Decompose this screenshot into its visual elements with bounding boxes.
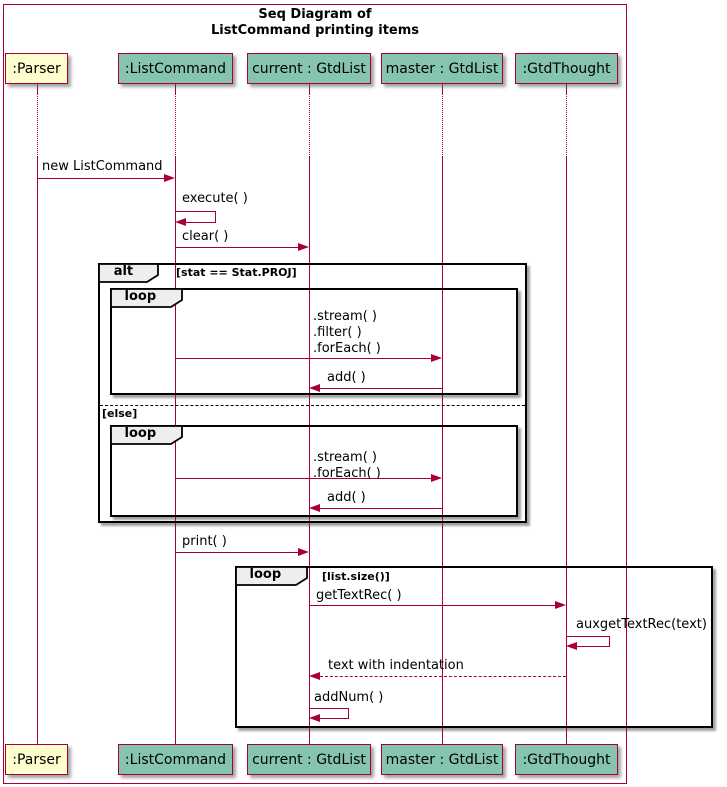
- arrowhead-icon: [309, 504, 320, 512]
- message-label-line: .filter( ): [313, 325, 362, 340]
- diagram-frame: [3, 4, 627, 784]
- loop-frame-print: [235, 566, 713, 728]
- participant-bottom-parser: :Parser: [5, 744, 68, 775]
- participant-bottom-listcommand: :ListCommand: [118, 744, 233, 775]
- frame-tab-shape: [235, 566, 308, 586]
- participant-bottom-master-gtdlist: master : GtdList: [381, 744, 503, 775]
- lifeline-gtdthought: [566, 84, 567, 94]
- message-gettextrec-label: getTextRec( ): [316, 588, 402, 603]
- message-execute-label: execute( ): [182, 191, 248, 206]
- arrowhead-icon: [298, 548, 309, 556]
- message-addnum-line: [309, 708, 349, 709]
- loop-frame-print-tab: loop: [235, 566, 309, 587]
- participant-top-listcommand: :ListCommand: [118, 53, 233, 84]
- participant-top-current-gtdlist: current : GtdList: [247, 53, 371, 84]
- alt-frame-label: alt: [113, 264, 134, 279]
- message-clear-line: [175, 247, 298, 248]
- message-auxgettextrec-line: [577, 646, 610, 647]
- diagram-title-line1: Seq Diagram of: [258, 7, 372, 22]
- lifeline-master-gtdlist-dotted: [442, 94, 443, 157]
- message-stream-filter-foreach-label: .stream( ) .filter( ) .forEach( ): [313, 309, 381, 357]
- loop-frame-proj-tab: loop: [110, 288, 184, 309]
- frame-tab-shape: [110, 288, 183, 308]
- message-new-listcommand-line: [37, 178, 166, 179]
- arrowhead-icon: [309, 384, 320, 392]
- message-auxgettextrec-line: [609, 636, 610, 647]
- message-label-line: .stream( ): [313, 309, 377, 324]
- diagram-title-line2: ListCommand printing items: [210, 23, 420, 38]
- loop-frame-else: [110, 425, 518, 517]
- loop-frame-else-tab: loop: [110, 425, 184, 446]
- lifeline-listcommand: [175, 84, 176, 94]
- diagram-title: Seq Diagram of ListCommand printing item…: [3, 7, 627, 39]
- alt-else-divider: [100, 405, 525, 406]
- lifeline-current-gtdlist: [309, 84, 310, 94]
- arrowhead-icon: [164, 174, 175, 182]
- lifeline-listcommand: [175, 157, 176, 744]
- message-print-label: print( ): [182, 534, 227, 549]
- lifeline-gtdthought: [566, 157, 567, 744]
- message-addnum-line: [348, 708, 349, 719]
- message-add2-label: add( ): [327, 490, 366, 505]
- message-label-line: .stream( ): [313, 450, 377, 465]
- participant-top-parser: :Parser: [5, 53, 68, 84]
- message-auxgettextrec-line: [566, 636, 610, 637]
- loop-frame-print-label: loop: [249, 567, 282, 582]
- frame-tab-shape: [110, 425, 183, 445]
- message-addnum-label: addNum( ): [314, 690, 384, 705]
- participant-bottom-gtdthought: :GtdThought: [515, 744, 618, 775]
- loop-frame-proj-label: loop: [124, 289, 157, 304]
- message-gettextrec-line: [309, 605, 555, 606]
- arrowhead-icon: [298, 243, 309, 251]
- loop-frame-else-label: loop: [124, 426, 157, 441]
- lifeline-master-gtdlist: [442, 157, 443, 744]
- message-print-line: [175, 552, 298, 553]
- lifeline-parser: [37, 84, 38, 94]
- lifeline-gtdthought-dotted: [566, 94, 567, 157]
- arrowhead-icon: [309, 672, 320, 680]
- arrowhead-icon: [555, 601, 566, 609]
- message-new-listcommand-label: new ListCommand: [42, 159, 163, 174]
- alt-else-label: [else]: [102, 407, 138, 420]
- message-stream-filter-foreach-line: [175, 358, 431, 359]
- message-label-line: .forEach( ): [313, 466, 381, 481]
- loop-frame-proj: [110, 288, 518, 395]
- message-execute-line: [175, 211, 216, 212]
- message-label-line: .forEach( ): [313, 341, 381, 356]
- frame-tab-shape: [98, 263, 159, 283]
- arrowhead-icon: [431, 354, 442, 362]
- message-add2-line: [320, 508, 442, 509]
- lifeline-current-gtdlist-dotted: [309, 94, 310, 157]
- message-auxgettextrec-label: auxgetTextRec(text): [576, 617, 707, 632]
- message-add1-line: [320, 388, 442, 389]
- lifeline-parser: [37, 157, 38, 744]
- loop-print-guard: [list.size()]: [322, 570, 390, 583]
- arrowhead-icon: [431, 474, 442, 482]
- alt-frame-tab: alt: [98, 263, 160, 284]
- message-addnum-line: [320, 718, 349, 719]
- participant-top-master-gtdlist: master : GtdList: [381, 53, 503, 84]
- arrowhead-icon: [566, 642, 577, 650]
- alt-frame: [98, 263, 527, 523]
- lifeline-master-gtdlist: [442, 84, 443, 94]
- arrowhead-icon: [175, 218, 186, 226]
- message-execute-line: [186, 222, 216, 223]
- participant-top-gtdthought: :GtdThought: [515, 53, 618, 84]
- participant-bottom-current-gtdlist: current : GtdList: [247, 744, 371, 775]
- lifeline-current-gtdlist: [309, 157, 310, 744]
- message-text-with-indentation-line: [320, 676, 566, 677]
- message-stream-foreach-label: .stream( ) .forEach( ): [313, 450, 381, 482]
- message-clear-label: clear( ): [182, 229, 229, 244]
- message-stream-foreach-line: [175, 478, 431, 479]
- lifeline-listcommand-dotted: [175, 94, 176, 157]
- message-text-with-indentation-label: text with indentation: [328, 658, 464, 673]
- message-add1-label: add( ): [327, 370, 366, 385]
- alt-guard: [stat == Stat.PROJ]: [176, 266, 297, 279]
- lifeline-parser-dotted: [37, 94, 38, 157]
- message-execute-line: [215, 211, 216, 223]
- arrowhead-icon: [309, 714, 320, 722]
